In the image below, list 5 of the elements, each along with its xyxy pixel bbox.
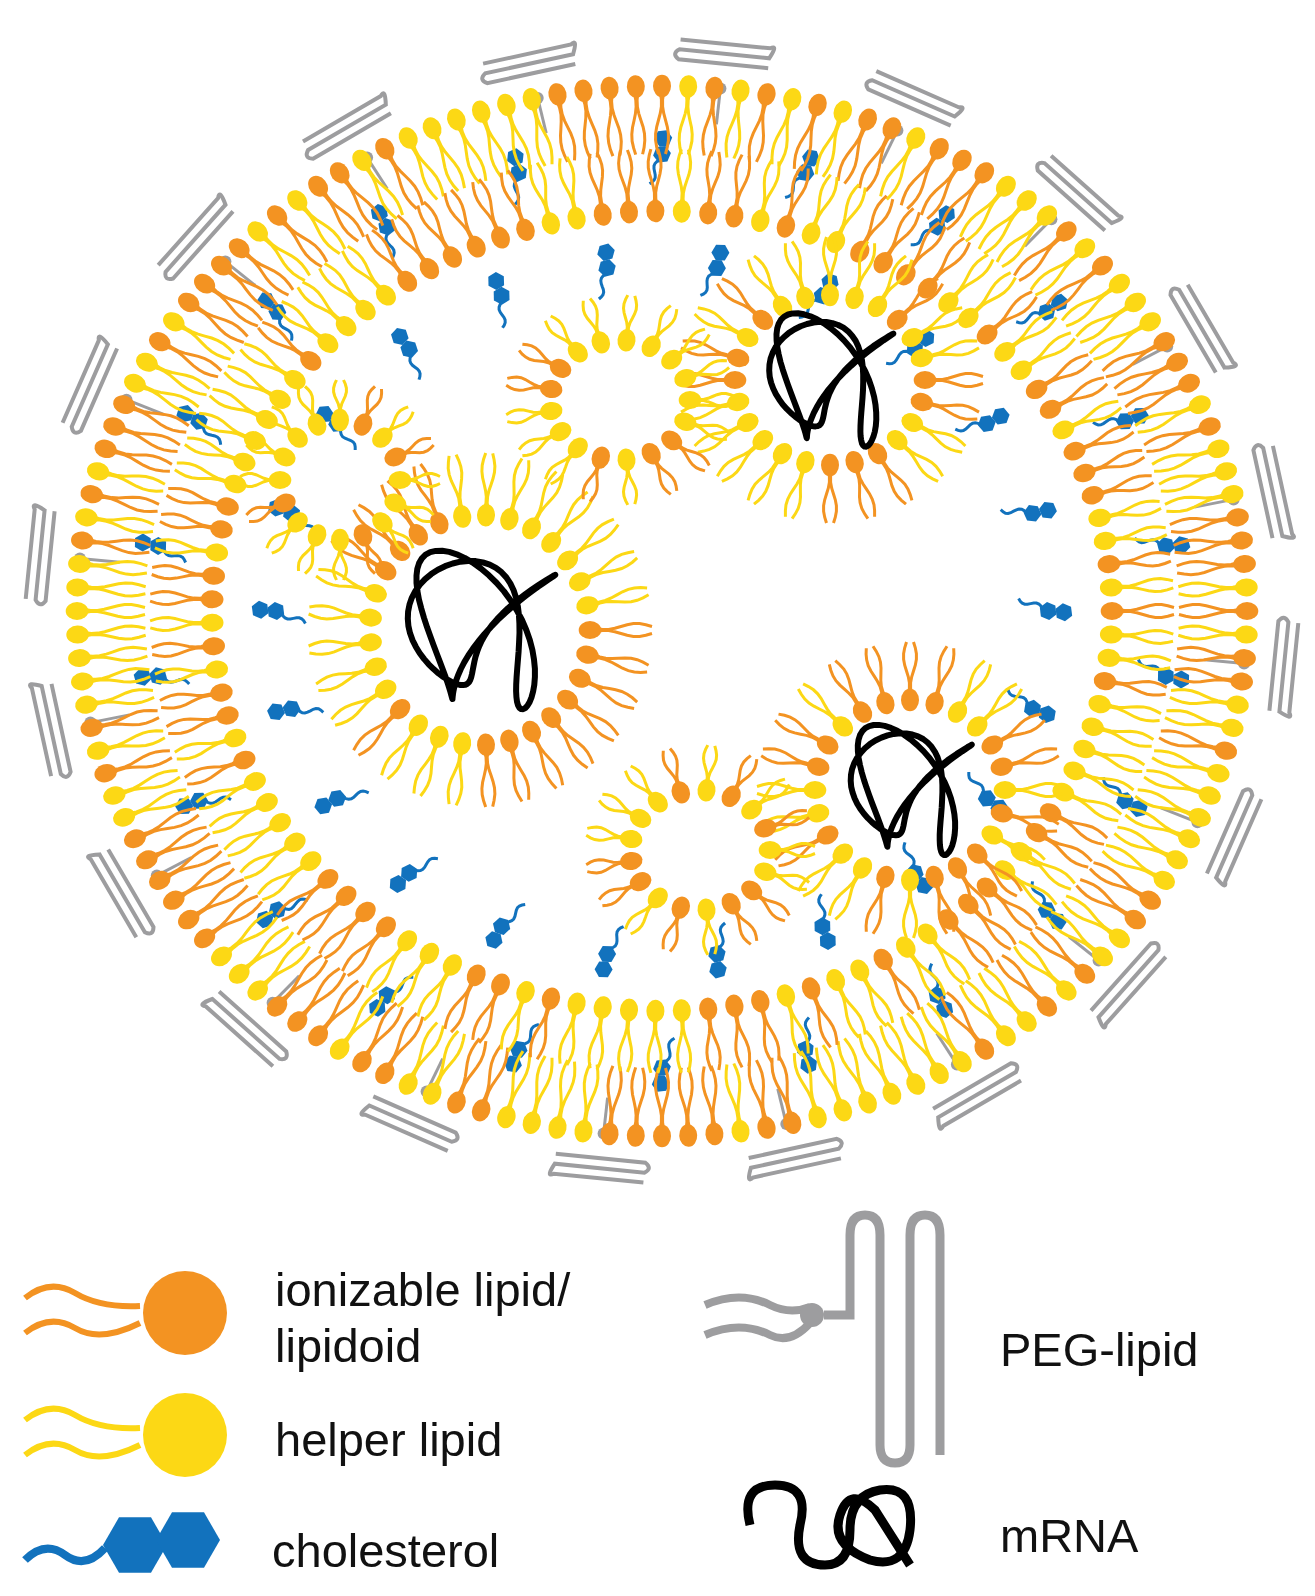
legend-label: mRNA (1000, 1508, 1140, 1564)
legend-label: PEG-lipid (1000, 1322, 1200, 1378)
legend-label: cholesterol (272, 1523, 501, 1579)
legend-label: ionizable lipid/ lipidoid (275, 1262, 572, 1374)
legend-label: helper lipid (275, 1412, 504, 1468)
